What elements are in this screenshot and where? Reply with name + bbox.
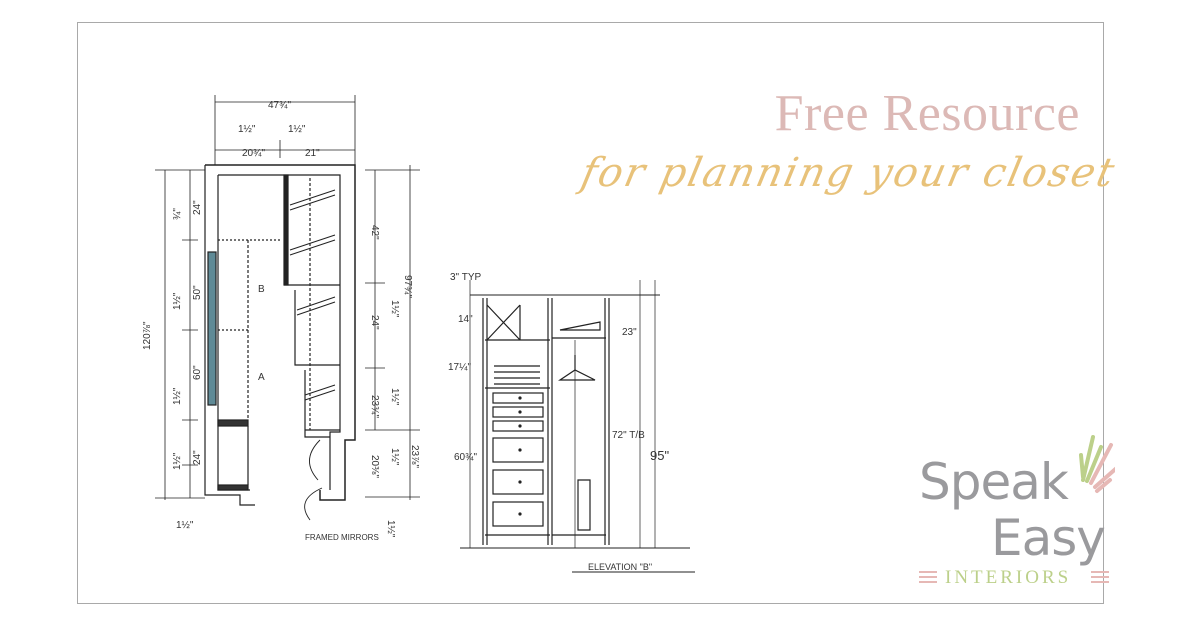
floor-plan <box>155 95 420 521</box>
dim-right-total: 97¾" <box>402 275 413 298</box>
dim-left-d: 24" <box>192 450 203 465</box>
dim-right-a: 42" <box>369 225 380 240</box>
dim-left-b: 50" <box>192 285 203 300</box>
dim-right-d2: 23⅞" <box>409 445 420 468</box>
logo-spray-icon <box>1079 435 1115 493</box>
dim-left-c-gap: 1½" <box>172 387 183 405</box>
dim-left-d-gap: 1½" <box>172 452 183 470</box>
headline: Free Resource <box>774 85 1080 142</box>
dim-left-total: 120⅞" <box>142 321 153 350</box>
dim-overall-width: 47¾" <box>268 100 291 111</box>
dim-typ: 3" TYP <box>450 272 481 283</box>
dim-left-b-gap: 1½" <box>172 292 183 310</box>
border-frame <box>77 22 1104 604</box>
dim-drawers: 60¾" <box>454 452 477 463</box>
dim-right-b-gap: 1½" <box>389 388 400 406</box>
mirror-panel <box>207 251 217 406</box>
dim-shelf: 17¼" <box>448 361 471 373</box>
dim-left-a-gap: ¾" <box>172 208 183 220</box>
dim-right-c: 23¾" <box>369 395 380 418</box>
dim-right-a-gap: 1½" <box>389 300 400 318</box>
dim-left-c: 60" <box>192 365 203 380</box>
dim-hang: 72" T/B <box>612 430 645 441</box>
subheadline: for planning your closet <box>577 150 1121 196</box>
dim-left-width: 20¾" <box>242 148 265 159</box>
dim-bottom-gap: 1½" <box>176 520 194 531</box>
dim-right-gap: 1½" <box>288 124 306 135</box>
logo-interiors: INTERIORS <box>945 567 1072 588</box>
dim-right-bottom-gap: 1½" <box>385 520 396 538</box>
dim-left-a: 24" <box>192 200 203 215</box>
dim-right-width: 21" <box>305 148 320 159</box>
dim-right-c-gap: 1½" <box>389 448 400 466</box>
dim-right-b: 24" <box>369 315 380 330</box>
logo-left-stripes <box>919 571 937 583</box>
logo-easy: Easy <box>991 509 1106 567</box>
dim-top: 14" <box>458 314 473 325</box>
dim-right-top: 23" <box>622 327 637 338</box>
dim-left-gap: 1½" <box>238 124 256 135</box>
speak-easy-logo: Speak Easy INTERIORS <box>915 425 1115 595</box>
framed-mirrors-note: FRAMED MIRRORS <box>305 533 379 542</box>
elevation-caption: ELEVATION "B" <box>588 562 652 572</box>
marker-a: A <box>258 372 265 383</box>
logo-speak: Speak <box>919 453 1069 511</box>
dim-total: 95" <box>650 448 669 463</box>
marker-b: B <box>258 284 265 295</box>
elevation-drawing <box>460 280 695 573</box>
logo-right-stripes <box>1091 571 1109 583</box>
dim-right-d: 20⅜" <box>369 455 380 478</box>
